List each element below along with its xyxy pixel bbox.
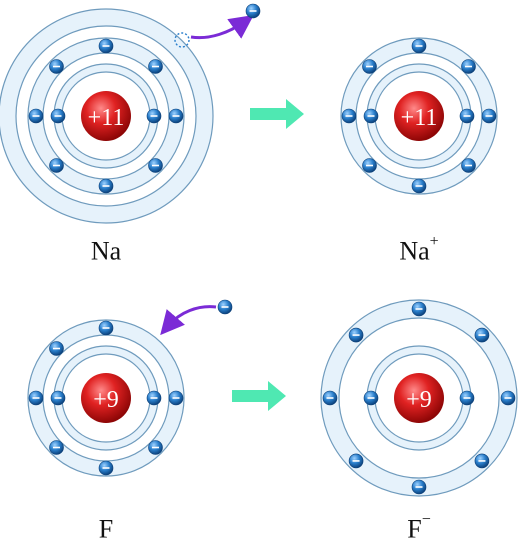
electrons-f [28, 320, 184, 476]
electron [411, 38, 427, 54]
electron [362, 158, 377, 173]
electron [341, 108, 357, 124]
nucleus [81, 373, 131, 423]
nucleus-label: +11 [401, 105, 438, 131]
right-arrow-icon [250, 99, 304, 129]
electron [362, 59, 377, 74]
right-arrow-icon [232, 381, 286, 411]
nucleus-label: +11 [88, 105, 125, 131]
electron [148, 59, 163, 74]
electrons-na-ion [341, 38, 497, 194]
electron [50, 390, 66, 406]
electron [322, 390, 338, 406]
electron [148, 440, 163, 455]
electron [363, 390, 379, 406]
gained-electron [217, 299, 233, 315]
electron [98, 320, 114, 336]
electron [49, 341, 64, 356]
electron [461, 158, 476, 173]
electron [148, 158, 163, 173]
electron [28, 108, 44, 124]
electron [348, 327, 364, 343]
atom-label-na: Na [90, 236, 122, 266]
electron [459, 108, 475, 124]
electron [411, 301, 427, 317]
atom-label-f-ion: F− [407, 511, 431, 544]
nucleus [394, 91, 444, 141]
transferred-electrons [217, 3, 261, 315]
electron [459, 390, 475, 406]
electron [98, 38, 114, 54]
atom-label-f: F [98, 514, 114, 544]
electron [49, 59, 64, 74]
electron [461, 59, 476, 74]
atom-label-na-ion: Na+ [399, 233, 439, 266]
electron [50, 108, 66, 124]
electron [28, 390, 44, 406]
atom-f: +9 [27, 305, 217, 477]
electrons-na [28, 38, 184, 194]
electron [348, 453, 364, 469]
nucleus [81, 91, 131, 141]
electron [474, 453, 490, 469]
electron [481, 108, 497, 124]
ion-formation-diagram: +11 +11 +9 +9 [0, 3, 518, 497]
electron [500, 390, 516, 406]
atom-na-ion: +11 [340, 37, 498, 195]
nucleus-label: +9 [406, 387, 432, 413]
electron [168, 108, 184, 124]
electron [168, 390, 184, 406]
electron [146, 108, 162, 124]
electron [98, 460, 114, 476]
electron [411, 178, 427, 194]
curved-arrow-icon [190, 15, 254, 40]
electron [411, 479, 427, 495]
curved-arrow-icon [160, 305, 217, 336]
electron [146, 390, 162, 406]
lost-electron [245, 3, 261, 19]
electron [363, 108, 379, 124]
nucleus-label: +9 [93, 387, 119, 413]
electron [49, 158, 64, 173]
vacated-electron-spot [174, 32, 190, 48]
atom-f-ion: +9 [320, 299, 518, 497]
electrons-f-ion [322, 301, 516, 495]
electron [474, 327, 490, 343]
electron [98, 178, 114, 194]
nucleus [394, 373, 444, 423]
electron [49, 440, 64, 455]
